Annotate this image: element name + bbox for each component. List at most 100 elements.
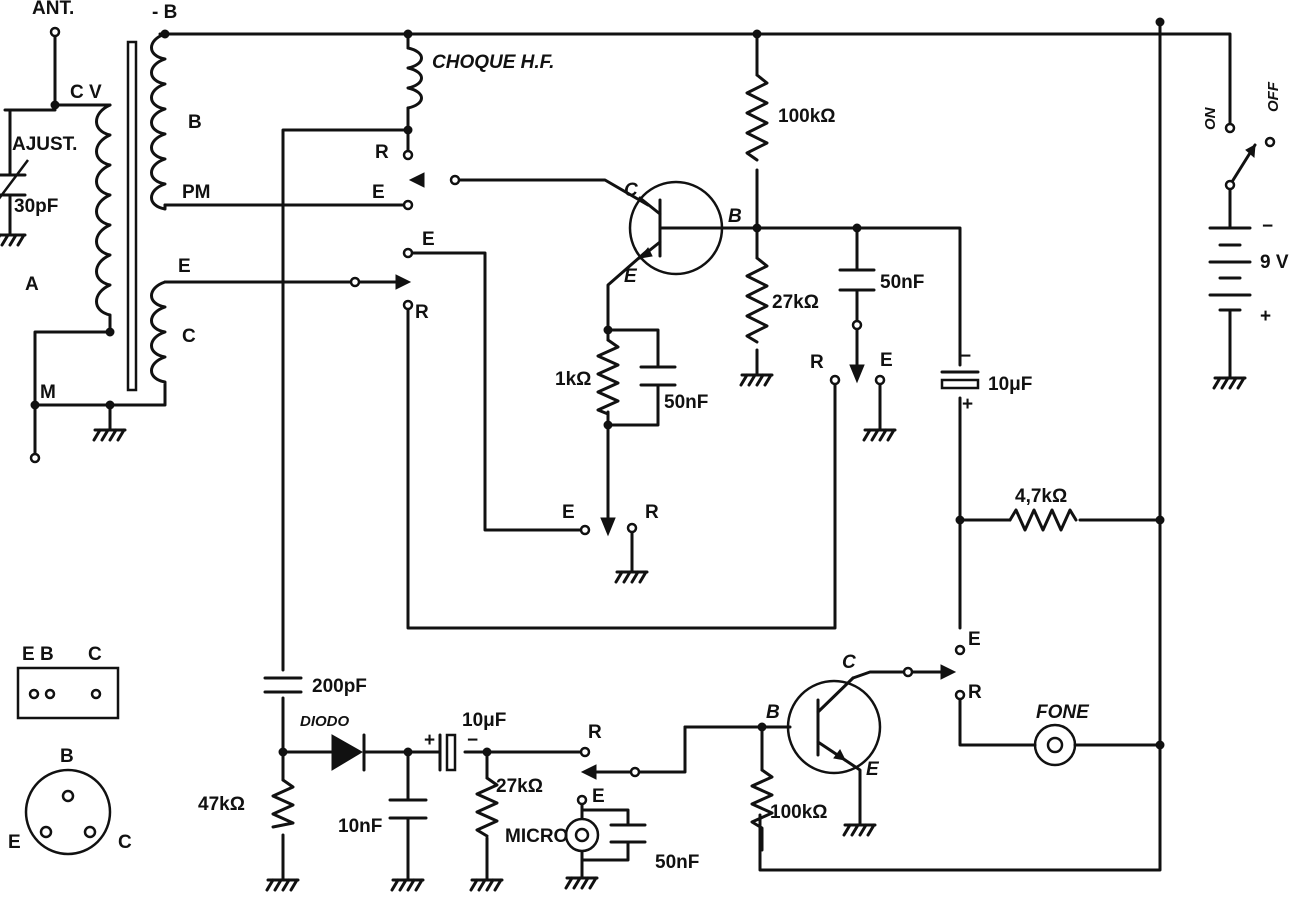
label-q2-c: C <box>842 652 856 673</box>
transistor-q2 <box>786 676 882 775</box>
label-sw-e5: E <box>968 629 981 650</box>
coil-a-bottom-wire <box>33 330 112 457</box>
label-ajust: AJUST. <box>12 134 77 155</box>
coil-b <box>150 32 167 211</box>
label-pin-e-circ: E <box>8 832 21 853</box>
switch-arrows <box>395 172 957 780</box>
wiper-arrow-2 <box>395 274 412 290</box>
resistor-47k <box>271 778 295 829</box>
capacitor-10nf <box>388 798 428 820</box>
q2-base-drop-wire <box>588 725 687 774</box>
resistor-4k7 <box>1008 508 1078 532</box>
label-sw-r3: R <box>810 352 824 373</box>
label-batt-9v: 9 V <box>1260 252 1289 273</box>
ground-r <box>614 570 649 584</box>
label-coil-a: A <box>25 274 39 295</box>
coil-c <box>150 280 167 397</box>
ground-micro <box>564 876 599 890</box>
label-minus-b: - B <box>152 2 177 23</box>
label-c-10uf-bot: 10μF <box>462 710 506 731</box>
label-minus-bot: − <box>467 730 478 751</box>
wiper-arrow-1 <box>408 172 425 188</box>
label-coil-c: C <box>182 326 196 347</box>
ground-battery <box>1212 376 1247 390</box>
label-on: ON <box>1202 106 1219 130</box>
label-e-coil: E <box>178 256 191 277</box>
fone-wire <box>958 693 1162 747</box>
ground-47k <box>265 878 300 892</box>
label-c-10nf: 10nF <box>338 816 382 837</box>
label-sw-e2: E <box>422 229 435 250</box>
resistor-27k-top <box>745 256 769 344</box>
label-r-27k-top: 27kΩ <box>772 292 819 313</box>
battery-9v <box>1208 183 1252 380</box>
resistors <box>271 73 1078 852</box>
label-sw-e1: E <box>372 182 385 203</box>
capacitor-10uf-bot <box>438 733 457 772</box>
right-rail-wire <box>758 20 1162 872</box>
capacitor-50nf-bot <box>609 823 647 844</box>
coil-a <box>95 103 112 334</box>
q2-collector-wire <box>851 670 950 680</box>
label-diodo: DIODO <box>300 713 350 730</box>
capacitor-200pf <box>263 676 303 694</box>
label-c-200pf: 200pF <box>312 676 367 697</box>
ajust-capacitor <box>0 159 29 200</box>
wiper-arrow-6 <box>580 764 597 780</box>
resistor-1k <box>596 338 620 416</box>
rc-parallel-wire <box>606 328 660 427</box>
label-c-50nf-top: 50nF <box>880 272 924 293</box>
label-m: M <box>40 382 56 403</box>
wiper-arrow-4 <box>849 364 865 384</box>
label-sw-r2: R <box>415 302 429 323</box>
transistor-q1 <box>628 180 724 276</box>
label-batt-minus: − <box>1262 216 1273 237</box>
resistor-100k-top <box>745 73 769 162</box>
label-sw-r4: R <box>645 502 659 523</box>
label-q2-e: E <box>866 759 880 780</box>
wiper-arrow-5 <box>940 664 957 680</box>
e2-loop-wire <box>410 251 587 532</box>
label-sw-r6: R <box>588 722 602 743</box>
label-sw-e3: E <box>880 350 893 371</box>
label-r-100k-top: 100kΩ <box>778 106 836 127</box>
diode <box>331 733 366 772</box>
r2-loop-wire <box>406 303 837 630</box>
ground-ajust <box>0 233 27 247</box>
label-plus-10uf: + <box>962 394 973 415</box>
ground-coil <box>92 428 127 442</box>
ground-q2 <box>842 823 877 837</box>
ground-symbols <box>0 233 1247 892</box>
label-q1-c: C <box>624 180 638 201</box>
pinout-round <box>24 768 112 856</box>
label-c-50nf-bot: 50nF <box>655 852 699 873</box>
label-r-1k: 1kΩ <box>555 369 591 390</box>
label-r-100k-bot: 100kΩ <box>770 802 828 823</box>
micro-cap-wire <box>580 808 630 862</box>
label-cap-10uf-top: 10μF <box>988 374 1032 395</box>
label-sw-r1: R <box>375 142 389 163</box>
ferrite-core <box>126 40 138 392</box>
label-pin-c-top: C <box>88 644 102 665</box>
resistor-100k-bot <box>750 768 774 852</box>
capacitors <box>263 268 980 844</box>
resistor-27k-bot <box>475 776 499 838</box>
pinout-flat <box>16 666 120 720</box>
top-rail-wire <box>158 32 1232 127</box>
capacitor-10uf-top <box>940 370 980 390</box>
rf-transformer <box>95 32 167 397</box>
on-off-switch <box>1228 143 1257 187</box>
q1-emitter-wire <box>606 248 650 332</box>
label-pin-b-top: B <box>40 644 54 665</box>
r-feed-wire <box>281 128 410 672</box>
capacitor-50nf-top <box>838 268 876 292</box>
microphone <box>564 817 600 853</box>
ground-10nf <box>390 878 425 892</box>
label-c-50nf-mid: 50nF <box>664 392 708 413</box>
label-30pf: 30pF <box>14 196 58 217</box>
earphone <box>1033 723 1077 767</box>
label-choque: CHOQUE H.F. <box>432 52 554 73</box>
label-micro: MICRO <box>505 826 568 847</box>
wiper-arrow-3 <box>600 517 616 537</box>
